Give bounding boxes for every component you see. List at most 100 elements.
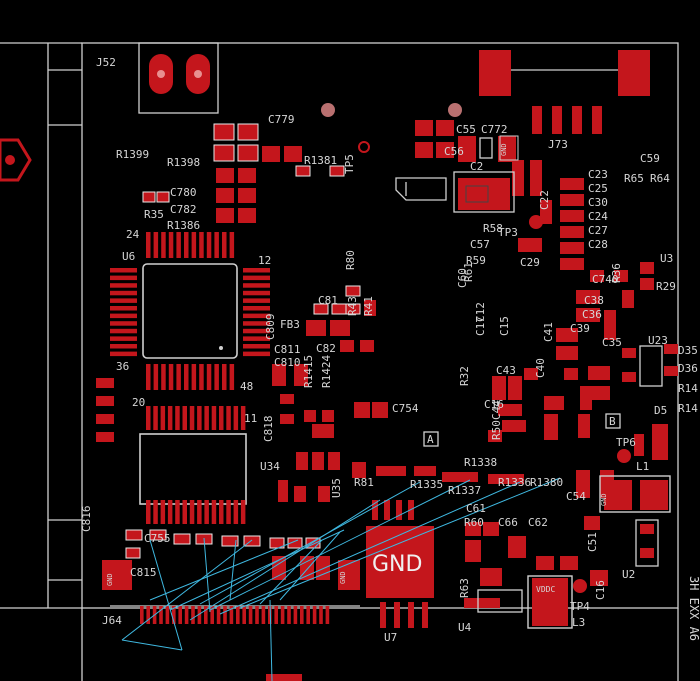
refdes-label: C740 [592, 273, 619, 286]
d5-diode[interactable] [652, 424, 668, 460]
u6-qfp-chip[interactable] [110, 232, 270, 390]
refdes-label: U3 [660, 252, 673, 265]
j73-connector[interactable] [479, 50, 650, 134]
refdes-label: R64 [650, 172, 670, 185]
refdes-label: U2 [622, 568, 635, 581]
pin-number-label: 20 [132, 396, 145, 409]
refdes-label: C815 [130, 566, 157, 579]
refdes-label: R41 [362, 296, 375, 316]
pin-number-label: 48 [240, 380, 253, 393]
refdes-label: C40 [534, 358, 547, 378]
refdes-label: R59 [466, 254, 486, 267]
refdes-label: L1 [636, 460, 649, 473]
refdes-label: C36 [582, 308, 602, 321]
j64-connector[interactable] [110, 605, 360, 624]
chip-label: VDDC [536, 585, 555, 594]
gnd-pad-label: GND [106, 573, 114, 586]
refdes-label: C755 [144, 532, 171, 545]
refdes-label: C780 [170, 186, 197, 199]
refdes-label: FB3 [280, 318, 300, 331]
u2-chip[interactable] [635, 519, 659, 567]
refdes-label: C2 [470, 160, 483, 173]
refdes-label: R1398 [167, 156, 200, 169]
l3-inductor[interactable] [527, 575, 573, 629]
refdes-label: D36 [678, 362, 698, 375]
refdes-label: C782 [170, 203, 197, 216]
refdes-label: C82 [316, 342, 336, 355]
refdes-label: C44 [490, 400, 503, 420]
refdes-label: C51 [586, 532, 599, 552]
refdes-label: D5 [654, 404, 667, 417]
refdes-label: C56 [444, 145, 464, 158]
refdes-label: C24 [588, 210, 608, 223]
refdes-label: C810 [274, 356, 301, 369]
refdes-label: C61 [466, 502, 486, 515]
refdes-label: R81 [354, 476, 374, 489]
l1-inductor[interactable] [599, 475, 671, 513]
refdes-label: C811 [274, 343, 301, 356]
refdes-label: C23 [588, 168, 608, 181]
u34-chip[interactable] [139, 433, 247, 505]
gnd-pad-label: GND [339, 571, 347, 584]
refdes-label: C30 [588, 196, 608, 209]
refdes-label: C43 [496, 364, 516, 377]
refdes-label: C754 [392, 402, 419, 415]
refdes-label: C35 [602, 336, 622, 349]
c2-capacitor[interactable] [453, 171, 515, 213]
refdes-label: U7 [384, 631, 397, 644]
refdes-label: R63 [458, 578, 471, 598]
refdes-label: C59 [640, 152, 660, 165]
refdes-label: R36 [610, 263, 623, 283]
refdes-label: TP4 [570, 600, 590, 613]
test-point-tp5[interactable] [358, 141, 370, 153]
refdes-label: J73 [548, 138, 568, 151]
refdes-label: C25 [588, 182, 608, 195]
refdes-label: C29 [520, 256, 540, 269]
gnd-pad-label: GND [600, 493, 608, 506]
via-hole [321, 103, 335, 117]
u23-chip[interactable] [639, 345, 663, 387]
refdes-label: C816 [80, 506, 93, 533]
refdes-label: C54 [566, 490, 586, 503]
via-hole [448, 103, 462, 117]
gnd-pad-label: GND [500, 143, 508, 156]
edge-label: 3H EXX A6 [687, 576, 700, 641]
pin-number-label: 36 [116, 360, 129, 373]
refdes-label: R58 [483, 222, 503, 235]
refdes-label: R65 [624, 172, 644, 185]
refdes-label: C809 [264, 314, 277, 341]
u4-chip[interactable] [477, 589, 523, 613]
refdes-label: U4 [458, 621, 472, 634]
pin-number-label: 24 [126, 228, 140, 241]
refdes-label: C28 [588, 238, 608, 251]
refdes-label: C779 [268, 113, 295, 126]
refdes-label: C12 [474, 302, 487, 322]
refdes-label: C15 [498, 316, 511, 336]
refdes-label: R1336 [498, 476, 531, 489]
refdes-label: TP5 [343, 154, 356, 174]
pin-number-label: 12 [258, 254, 271, 267]
passive-pads[interactable] [96, 120, 654, 681]
refdes-label: U34 [260, 460, 280, 473]
j52-connector[interactable] [138, 42, 219, 114]
u3-chip[interactable] [458, 135, 519, 210]
test-point-tp6[interactable] [617, 449, 631, 463]
refdes-label: C16 [594, 580, 607, 600]
refdes-label: C41 [542, 322, 555, 342]
diode-outline [395, 177, 447, 201]
refdes-label: U35 [330, 478, 343, 498]
refdes-label: R1386 [167, 219, 200, 232]
marker-label: B [609, 415, 616, 428]
refdes-label: C17 [474, 316, 487, 336]
refdes-label: R43 [346, 296, 359, 316]
refdes-label: L3 [572, 616, 585, 629]
refdes-label: J52 [96, 56, 116, 69]
test-point-tp4[interactable] [573, 579, 587, 593]
test-point-tp3[interactable] [529, 215, 543, 229]
refdes-label: R1338 [464, 456, 497, 469]
refdes-label: C818 [262, 416, 275, 443]
refdes-label: R80 [344, 250, 357, 270]
marker-label: A [427, 433, 434, 446]
refdes-label: R35 [144, 208, 164, 221]
